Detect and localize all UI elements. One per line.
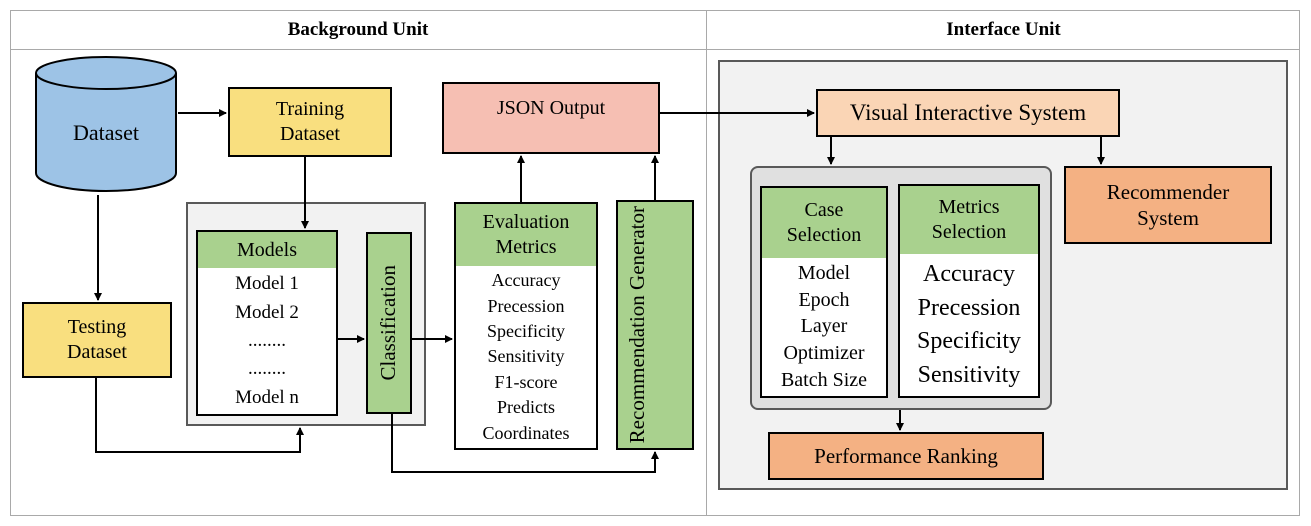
arrow-testing-panel [95,378,304,453]
recommender-system-box: Recommender System [1064,166,1272,244]
metric-item: Precession [487,295,565,316]
case-item: Optimizer [783,342,865,365]
arrow-classification-generator [391,414,659,473]
metrics-selection-list: Accuracy Precession Specificity Sensitiv… [898,254,1040,398]
model-item: Model 1 [235,273,299,295]
unit-divider [706,10,707,516]
metric-item: F1-score [494,371,558,392]
metric-selection-item: Precession [917,294,1021,321]
case-item: Epoch [798,288,850,311]
evaluation-metrics-list: Accuracy Precession Specificity Sensitiv… [454,266,598,450]
evaluation-metrics-header: Evaluation Metrics [454,202,598,268]
metric-item: Coordinates [482,422,570,443]
case-item: Model [797,261,851,284]
model-item: Model 2 [235,301,299,323]
case-selection-header: Case Selection [760,186,888,260]
visual-interactive-system-box: Visual Interactive System [816,89,1120,137]
metrics-selection-header: Metrics Selection [898,184,1040,256]
metric-item: Accuracy [491,270,561,291]
interface-unit-header: Interface Unit [946,19,1061,40]
metric-selection-item: Accuracy [923,261,1015,288]
recommendation-generator-box: Recommendation Generator [616,200,694,450]
training-dataset-box: Training Dataset [228,87,392,157]
case-item: Layer [800,315,848,338]
dataset-label: Dataset [73,120,139,145]
case-item: Batch Size [780,369,868,392]
model-item: ........ [248,358,286,380]
model-item: ........ [248,329,286,351]
classification-box: Classification [366,232,412,414]
json-output-box: JSON Output [442,82,660,154]
testing-dataset-box: Testing Dataset [22,302,172,378]
metric-item: Sensitivity [487,346,565,367]
performance-ranking-box: Performance Ranking [768,432,1044,480]
models-header: Models [196,230,338,270]
diagram-frame [10,10,1300,516]
metric-item: Specificity [487,321,565,342]
metric-item: Predicts [497,397,555,418]
metric-selection-item: Sensitivity [917,361,1021,388]
models-list: Model 1 Model 2 ........ ........ Model … [196,268,338,416]
header-divider [10,49,1300,50]
metric-selection-item: Specificity [917,328,1021,355]
background-unit-header: Background Unit [287,19,429,40]
case-selection-list: Model Epoch Layer Optimizer Batch Size [760,258,888,398]
dataset-cylinder [35,56,177,192]
model-item: Model n [235,386,299,408]
